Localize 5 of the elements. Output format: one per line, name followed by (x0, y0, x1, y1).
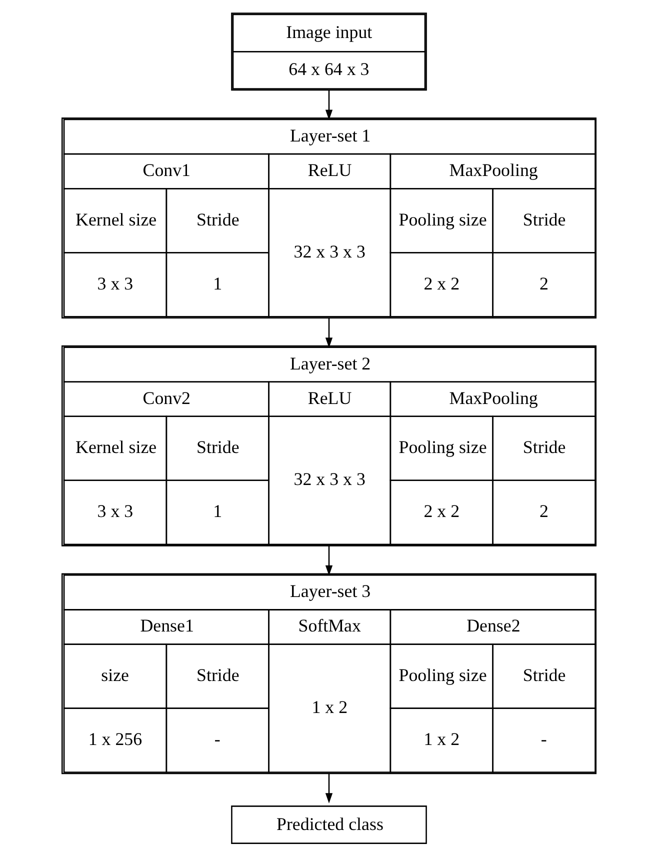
arrow (325, 318, 333, 348)
arrow (325, 90, 333, 120)
arrow (325, 774, 333, 804)
arrow (325, 546, 333, 576)
node-box: Predicted class (231, 806, 427, 844)
